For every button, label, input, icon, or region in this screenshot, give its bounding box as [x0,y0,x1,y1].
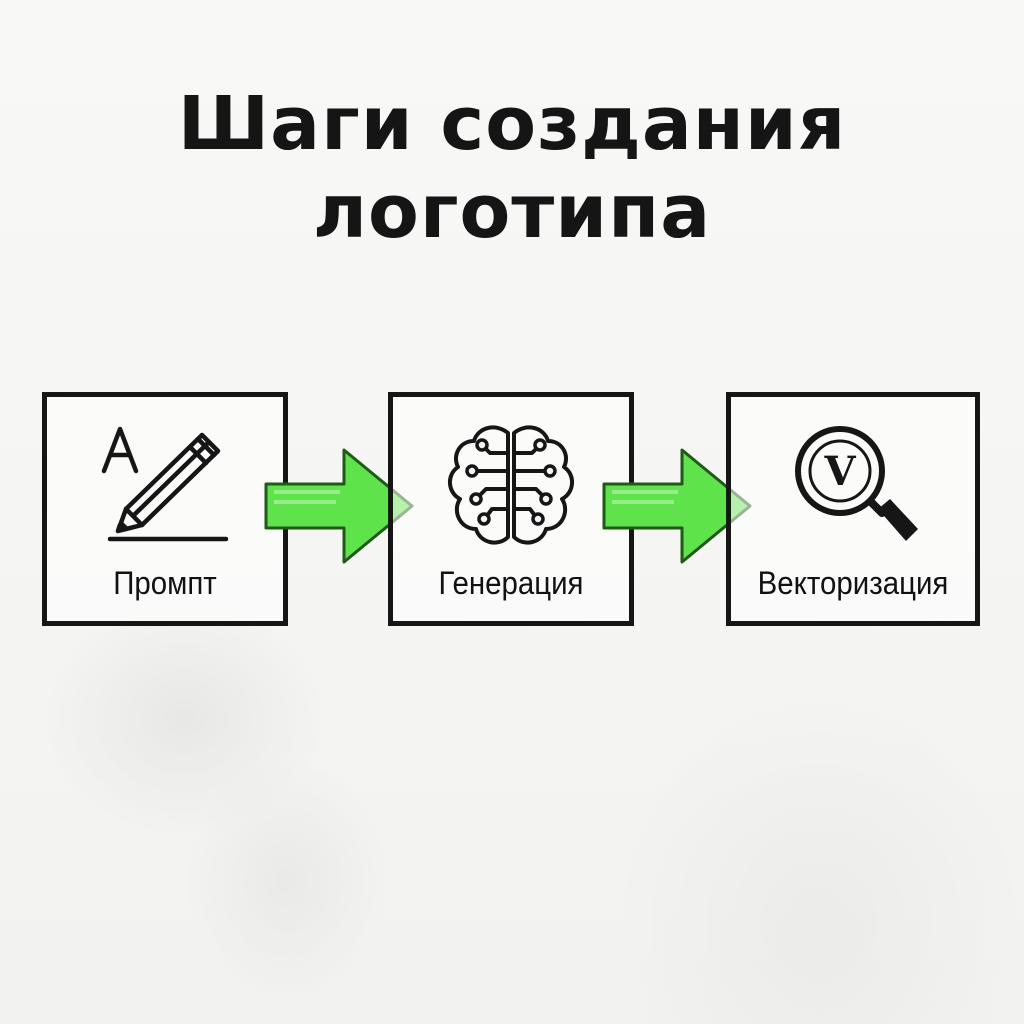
step-box-generation: Генерация [388,392,634,626]
arrow-right-icon [602,448,752,564]
title-line-1: Шаги создания [177,81,847,167]
step-label-prompt: Промпт [113,565,217,601]
pencil-letter-a-icon [101,426,229,542]
step-label-vectorization: Векторизация [757,565,949,601]
step-box-prompt: Промпт [42,392,288,626]
step-box-vectorization: V Векторизация [726,392,980,626]
diagram-title: Шаги создания логотипа [0,80,1024,256]
title-line-2: логотипа [312,169,712,255]
svg-text:V: V [823,448,856,495]
brain-circuit-icon [448,425,574,545]
arrow-right-icon [264,448,414,564]
magnifier-v-icon: V [795,426,918,541]
step-label-generation: Генерация [438,565,584,601]
